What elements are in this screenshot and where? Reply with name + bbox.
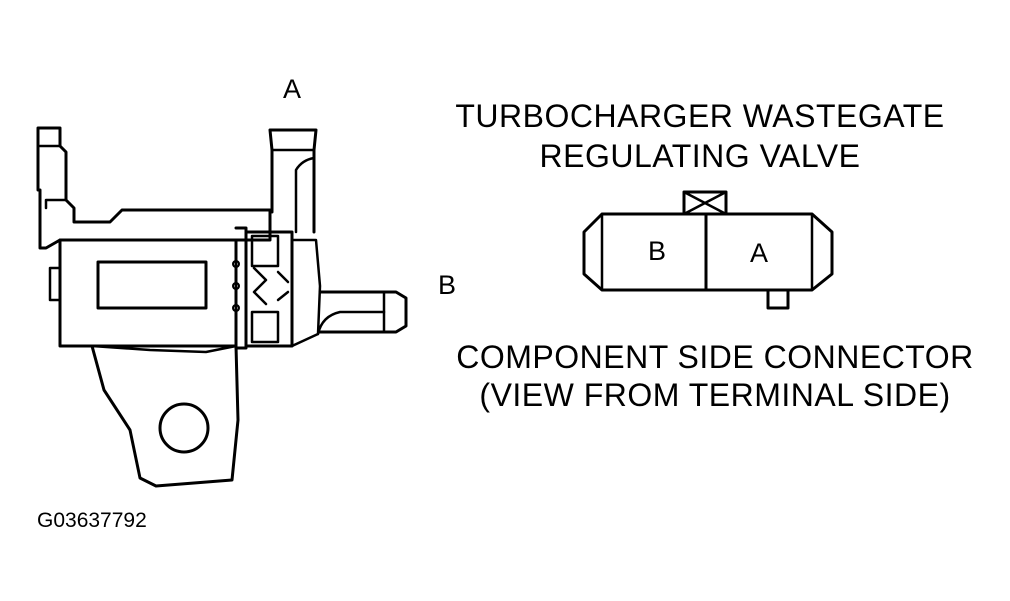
figure-id: G03637792	[37, 509, 147, 532]
valve-illustration	[36, 126, 408, 488]
port-a-label: A	[283, 74, 302, 104]
valve-mount-bracket	[90, 344, 240, 488]
connector-key	[766, 288, 790, 310]
caption-line-1: COMPONENT SIDE CONNECTOR	[456, 339, 974, 375]
connector-outline	[582, 212, 834, 292]
diagram-title: TURBOCHARGER WASTEGATE REGULATING VALVE	[440, 96, 960, 176]
valve-main-body	[58, 238, 238, 348]
connector-lock-tab	[682, 190, 728, 216]
connector-pin-b-label: B	[648, 236, 667, 266]
connector-face	[582, 190, 834, 310]
caption-line-2: (VIEW FROM TERMINAL SIDE)	[479, 377, 951, 413]
valve-housing-edge	[38, 144, 68, 210]
port-a-nozzle	[268, 128, 318, 234]
connector-pin-a-label: A	[750, 238, 769, 268]
bracket-bolt-hole	[158, 402, 210, 454]
valve-body-window	[96, 260, 208, 310]
title-line-1: TURBOCHARGER WASTEGATE	[455, 98, 945, 134]
valve-collar	[232, 226, 322, 350]
valve-body-side-tab	[48, 266, 62, 302]
port-b-label: B	[438, 270, 457, 300]
connector-inner-edges	[600, 212, 814, 292]
connector-caption: COMPONENT SIDE CONNECTOR (VIEW FROM TERM…	[440, 338, 990, 414]
valve-connector-housing	[36, 126, 272, 250]
port-b-nozzle	[316, 290, 408, 336]
title-line-2: REGULATING VALVE	[539, 138, 861, 174]
